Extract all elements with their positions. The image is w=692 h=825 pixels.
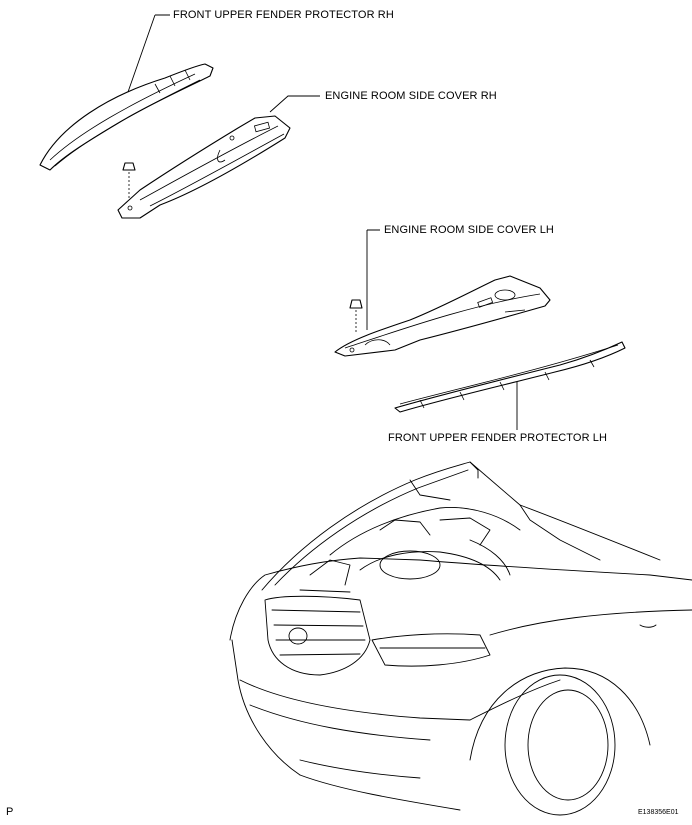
- clip-rh: [122, 162, 136, 198]
- engine-room-side-cover-lh: [334, 275, 551, 357]
- front-upper-fender-protector-rh: [39, 63, 214, 171]
- label-engine-room-side-cover-lh: ENGINE ROOM SIDE COVER LH: [384, 224, 554, 236]
- leader-cover-rh: [269, 95, 320, 113]
- figure-id: E138356E01: [638, 809, 679, 816]
- label-front-upper-fender-protector-lh: FRONT UPPER FENDER PROTECTOR LH: [388, 432, 608, 444]
- vehicle-front-illustration: [229, 461, 692, 816]
- label-engine-room-side-cover-rh: ENGINE ROOM SIDE COVER RH: [325, 90, 497, 102]
- footer-left-code: P: [6, 806, 14, 818]
- leader-fender-rh: [127, 14, 170, 93]
- clip-lh: [349, 299, 363, 334]
- label-front-upper-fender-protector-rh: FRONT UPPER FENDER PROTECTOR RH: [173, 9, 394, 21]
- leader-cover-lh: [366, 229, 380, 330]
- engine-room-side-cover-rh: [117, 115, 291, 219]
- front-upper-fender-protector-lh: [394, 341, 626, 413]
